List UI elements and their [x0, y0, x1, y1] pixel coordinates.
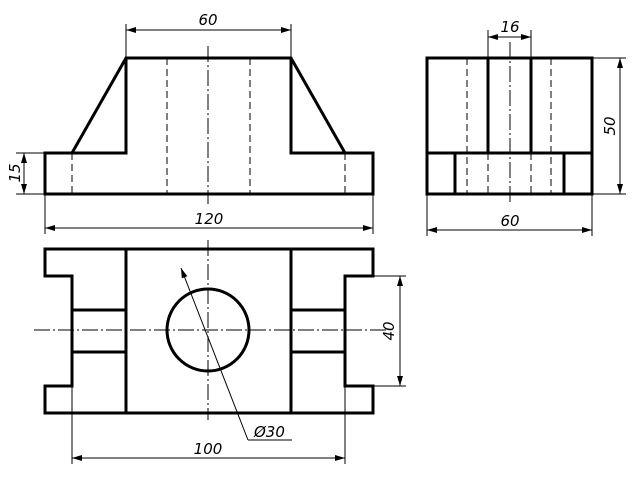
dimension-side-width: 60 [500, 212, 519, 230]
front-view [43, 46, 375, 204]
top-view [34, 240, 386, 420]
dimension-top-width: 60 [198, 11, 217, 29]
dimension-side-height: 50 [601, 116, 619, 135]
top-dimensions: 40 Ø30 100 [71, 267, 406, 464]
side-view [425, 42, 594, 204]
dimension-slot-length: 40 [380, 321, 398, 340]
front-view-outline [43, 56, 375, 196]
dimension-hole-diameter: Ø30 [253, 423, 285, 441]
dimension-base-height: 15 [6, 163, 24, 182]
diameter-leader-line [180, 267, 249, 441]
front-dimensions: 60 15 120 [6, 11, 374, 234]
side-dimensions: 16 50 60 [426, 18, 626, 236]
dimension-overall-length: 120 [195, 210, 224, 228]
top-view-outline [43, 247, 375, 415]
dimension-slot-width: 16 [500, 18, 519, 36]
dimension-hole-spacing: 100 [194, 440, 223, 458]
front-view-base-line [72, 58, 345, 155]
